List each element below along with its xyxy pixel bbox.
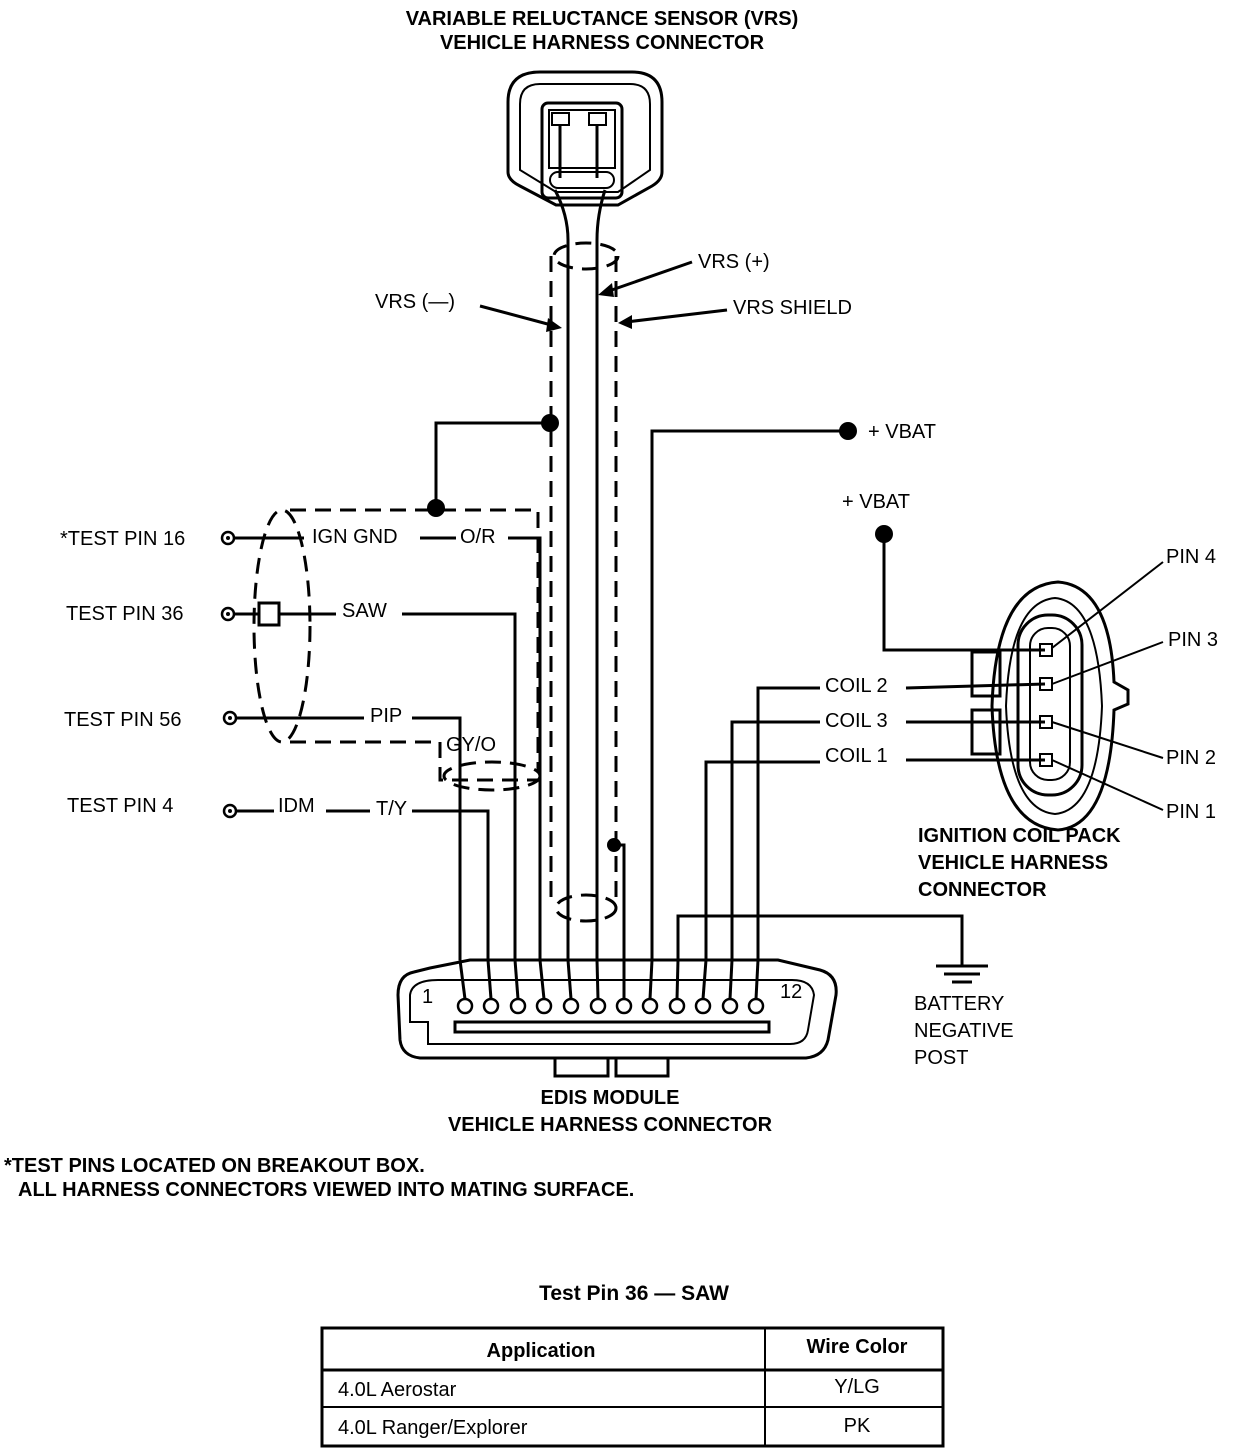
edis-pins [456,997,765,1015]
coil-title-line-2: VEHICLE HARNESS [918,852,1108,874]
test-pin-16-label: *TEST PIN 16 [60,528,185,550]
saw-wire-color-table: Application Wire Color 4.0L Aerostar Y/L… [320,1326,945,1448]
gy-o-label: GY/O [446,734,496,756]
edis-pin-12-label: 12 [780,981,802,1003]
note-line-1: *TEST PINS LOCATED ON BREAKOUT BOX. [4,1155,425,1177]
vrs-minus-label: VRS (—) [375,291,455,313]
test-pin-16-row: *TEST PIN 16 IGN GND O/R [60,526,542,960]
vrs-shield [549,241,620,923]
coil-2-wire: COIL 2 [756,675,1046,960]
pip-label: PIP [370,705,402,727]
ign-gnd-splice-dot [427,499,445,517]
vbat-lower-label: + VBAT [842,491,910,513]
battery-label-1: BATTERY [914,993,1004,1015]
vrs-plus-leader [605,260,693,294]
table-row-2-application: 4.0L Ranger/Explorer [338,1417,528,1439]
ground-symbol [936,964,988,984]
test-pin-4-label: TEST PIN 4 [67,795,173,817]
edis-pin-1-label: 1 [422,986,433,1008]
vrs-shield-label: VRS SHIELD [733,297,852,319]
idm-label: IDM [278,795,315,817]
vrs-title-line-1: VARIABLE RELUCTANCE SENSOR (VRS) [406,8,799,30]
edis-connector: 1 12 [396,958,838,1078]
battery-label-3: POST [914,1047,968,1069]
vrs-minus-leader [479,304,556,328]
coil-1-label: COIL 1 [825,745,888,767]
vrs-connector [506,70,664,241]
table-title: Test Pin 36 — SAW [539,1282,729,1305]
saw-label: SAW [342,600,387,622]
table-row-1-application: 4.0L Aerostar [338,1379,457,1401]
note-line-2: ALL HARNESS CONNECTORS VIEWED INTO MATIN… [18,1179,634,1201]
table-row-1-color: Y/LG [834,1376,880,1398]
coil-3-wire: COIL 3 [730,710,1045,960]
coil-pin-1-label: PIN 1 [1166,801,1216,823]
coil-3-label: COIL 3 [825,710,888,732]
coil-pin-4-label: PIN 4 [1166,546,1216,568]
battery-label-2: NEGATIVE [914,1020,1014,1042]
table-header-wire-color: Wire Color [807,1336,908,1358]
coil-pack-connector [970,580,1130,832]
ign-gnd-label: IGN GND [312,526,398,548]
test-pin-4-row: TEST PIN 4 IDM T/Y [67,795,490,960]
coil-pin-2-label: PIN 2 [1166,747,1216,769]
edis-title-line-1: EDIS MODULE [541,1087,680,1109]
vrs-plus-label: VRS (+) [698,251,770,273]
coil-2-label: COIL 2 [825,675,888,697]
coil-title-line-1: IGNITION COIL PACK [918,825,1121,847]
test-pin-36-row: TEST PIN 36 SAW [66,600,517,960]
coil-pin-3-label: PIN 3 [1168,629,1218,651]
test-pin-36-label: TEST PIN 36 [66,603,183,625]
table-header-application: Application [487,1340,596,1362]
coil-1-wire: COIL 1 [704,745,1045,960]
test-pin-shield [252,508,542,792]
o-r-label: O/R [460,526,496,548]
t-y-label: T/Y [376,798,407,820]
test-pin-56-label: TEST PIN 56 [64,709,181,731]
vbat-upper-label: + VBAT [868,421,936,443]
vrs-title-line-2: VEHICLE HARNESS CONNECTOR [440,32,765,54]
vrs-shield-leader [625,308,728,324]
test-pin-56-row: TEST PIN 56 PIP GY/O [64,705,496,960]
table-row-2-color: PK [844,1415,871,1437]
edis-title-line-2: VEHICLE HARNESS CONNECTOR [448,1114,773,1136]
coil-title-line-3: CONNECTOR [918,879,1047,901]
